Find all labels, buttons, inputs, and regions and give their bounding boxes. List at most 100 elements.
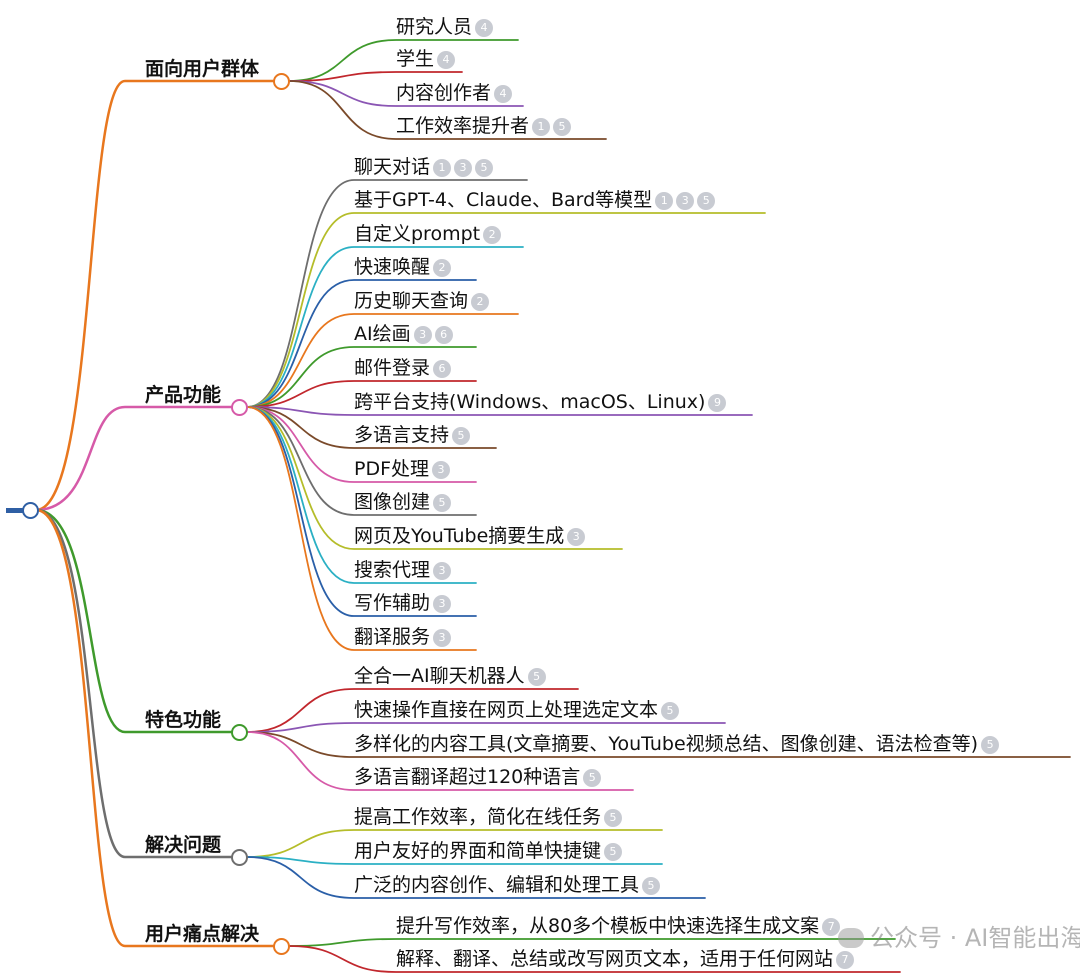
leaf-item[interactable]: 多样化的内容工具(文章摘要、YouTube视频总结、图像创建、语法检查等)5 — [354, 733, 1000, 755]
reference-badge[interactable]: 7 — [822, 918, 841, 936]
leaf-connector — [246, 179, 528, 408]
reference-badge[interactable]: 7 — [836, 951, 855, 969]
reference-badge[interactable]: 4 — [494, 85, 513, 103]
category-node[interactable] — [231, 399, 248, 416]
reference-badge[interactable]: 2 — [471, 293, 490, 311]
leaf-item[interactable]: 跨平台支持(Windows、macOS、Linux)9 — [354, 391, 727, 413]
leaf-text: 研究人员 — [396, 16, 473, 38]
leaf-connector — [246, 406, 477, 483]
reference-badge[interactable]: 3 — [676, 192, 695, 210]
reference-badge[interactable]: 3 — [454, 159, 473, 177]
reference-badge[interactable]: 5 — [527, 668, 546, 686]
leaf-connector — [246, 731, 634, 791]
leaf-text: 全合一AI聊天机器人 — [354, 665, 525, 687]
leaf-connector — [246, 731, 1071, 758]
wechat-icon — [838, 928, 864, 948]
leaf-text: 写作辅助 — [354, 592, 431, 614]
reference-badge[interactable]: 3 — [433, 595, 452, 613]
root-node[interactable] — [22, 502, 39, 519]
leaf-connector — [246, 406, 477, 516]
leaf-text: 提高工作效率，简化在线任务 — [354, 806, 602, 828]
category-connector — [34, 508, 275, 948]
leaf-connector — [246, 856, 663, 865]
leaf-text: 用户友好的界面和简单快捷键 — [354, 840, 602, 862]
reference-badge[interactable]: 1 — [655, 192, 674, 210]
reference-badge[interactable]: 4 — [475, 19, 494, 37]
reference-badge[interactable]: 5 — [604, 809, 623, 827]
leaf-connector — [288, 39, 519, 82]
reference-badge[interactable]: 3 — [433, 562, 452, 580]
leaf-text: 网页及YouTube摘要生成 — [354, 525, 565, 547]
reference-badge[interactable]: 1 — [433, 159, 452, 177]
leaf-text: 自定义prompt — [354, 223, 481, 245]
reference-badge[interactable]: 5 — [475, 159, 494, 177]
reference-badge[interactable]: 9 — [708, 394, 727, 412]
reference-badge[interactable]: 1 — [532, 118, 551, 136]
reference-badge[interactable]: 5 — [433, 494, 452, 512]
reference-badge[interactable]: 3 — [413, 326, 432, 344]
reference-badge[interactable]: 5 — [604, 843, 623, 861]
reference-badge[interactable]: 3 — [567, 528, 586, 546]
watermark: 公众号 · AI智能出海 — [838, 918, 1080, 953]
leaf-connector — [288, 71, 463, 82]
leaf-connector — [246, 279, 477, 408]
reference-badge[interactable]: 5 — [452, 427, 471, 445]
leaf-text: 快速操作直接在网页上处理选定文本 — [354, 699, 659, 721]
leaf-text: 学生 — [396, 48, 435, 70]
category-label: 面向用户群体 — [145, 58, 260, 80]
category-node[interactable] — [273, 938, 290, 955]
reference-badge[interactable]: 2 — [483, 226, 502, 244]
leaf-text: 邮件登录 — [354, 357, 431, 379]
category-connector — [34, 405, 233, 512]
category-label: 特色功能 — [145, 709, 222, 731]
leaf-text: 多样化的内容工具(文章摘要、YouTube视频总结、图像创建、语法检查等) — [354, 733, 979, 755]
leaf-connector — [246, 406, 477, 584]
reference-badge[interactable]: 5 — [697, 192, 716, 210]
reference-badge[interactable]: 6 — [434, 326, 453, 344]
category-label: 产品功能 — [145, 384, 222, 406]
reference-badge[interactable]: 3 — [432, 461, 451, 479]
reference-badge[interactable]: 5 — [583, 769, 602, 787]
reference-badge[interactable]: 5 — [642, 877, 661, 895]
leaf-connector — [288, 80, 524, 107]
reference-badge[interactable]: 6 — [433, 360, 452, 378]
reference-badge[interactable]: 5 — [981, 736, 1000, 754]
reference-badge[interactable]: 2 — [433, 259, 452, 277]
category-node[interactable] — [273, 73, 290, 90]
watermark-text: 公众号 · AI智能出海 — [870, 924, 1080, 952]
leaf-text: 图像创建 — [354, 491, 431, 513]
reference-badge[interactable]: 3 — [433, 629, 452, 647]
category-node[interactable] — [231, 724, 248, 741]
reference-badge[interactable]: 5 — [553, 118, 572, 136]
reference-badge[interactable]: 5 — [661, 702, 680, 720]
category-node[interactable] — [231, 849, 248, 866]
category-label: 用户痛点解决 — [145, 923, 260, 945]
reference-badge[interactable]: 4 — [437, 51, 456, 69]
